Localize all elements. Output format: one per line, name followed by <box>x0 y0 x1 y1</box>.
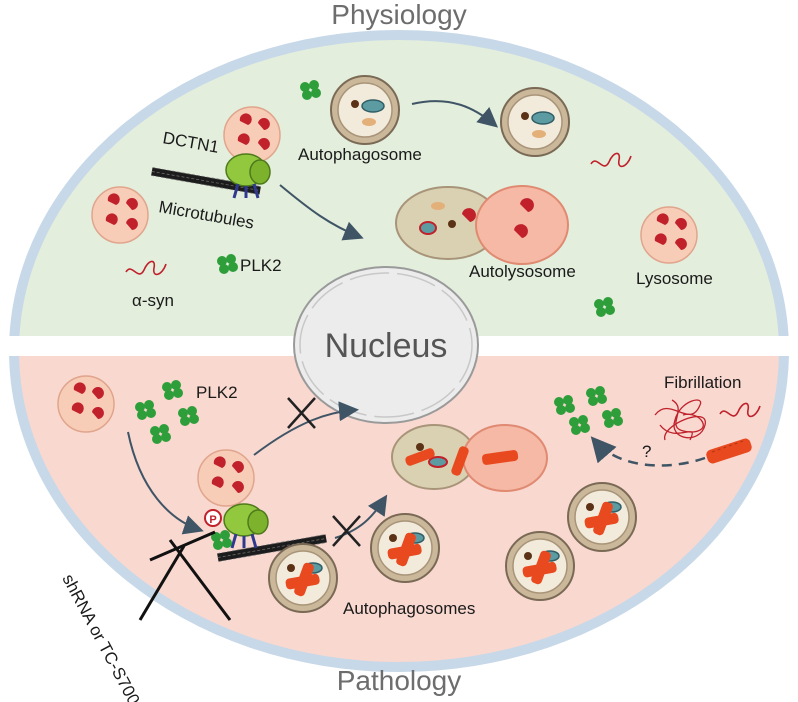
inhibitor-line <box>138 545 186 621</box>
svg-text:P: P <box>209 514 216 526</box>
arrow-blocked-transport <box>253 401 359 456</box>
inhibitor-label: shRNA or TC-S7005 <box>58 571 147 702</box>
autophagosomes-label: Autophagosomes <box>343 599 475 618</box>
autolysosome-impaired <box>391 424 548 492</box>
arrow-lysosome-to-motor <box>127 431 204 535</box>
autolysosome <box>395 185 569 265</box>
arrow-autophagy <box>411 100 499 128</box>
autolysosome-label: Autolysosome <box>469 262 576 281</box>
plk2-label: PLK2 <box>240 256 282 275</box>
lysosome-stalled <box>197 449 255 507</box>
lysosome-label: Lysosome <box>636 269 713 288</box>
autophagosome-fibril <box>567 482 637 552</box>
lysosome-free <box>640 206 698 264</box>
pathology-title: Pathology <box>337 665 462 696</box>
question-mark: ? <box>642 442 651 461</box>
autophagosome-label: Autophagosome <box>298 145 422 164</box>
lysosome-free <box>91 186 149 244</box>
cell-physiology-half <box>9 30 789 336</box>
nucleus: Nucleus <box>293 266 479 424</box>
arrow-dashed-question <box>590 436 706 467</box>
fibrillation-label: Fibrillation <box>664 373 741 392</box>
nucleus-label: Nucleus <box>325 327 448 365</box>
physiology-title: Physiology <box>331 0 466 30</box>
plk2-label: PLK2 <box>196 383 238 402</box>
block-x-icon <box>287 397 316 429</box>
autophagosome-fibril <box>505 531 575 601</box>
phospho-badge: P <box>204 509 222 527</box>
arrow-transport <box>279 184 364 241</box>
autophagosome-fibril <box>268 543 338 613</box>
block-x-icon <box>332 515 361 547</box>
lysosome-free <box>57 375 115 433</box>
autophagosome-1 <box>330 75 400 145</box>
asyn-label: α-syn <box>132 291 174 310</box>
fibril-aggregate <box>706 438 752 464</box>
fibril-tangle <box>654 399 706 441</box>
autophagosome-fibril <box>370 513 440 583</box>
autophagosome-2 <box>500 87 570 157</box>
